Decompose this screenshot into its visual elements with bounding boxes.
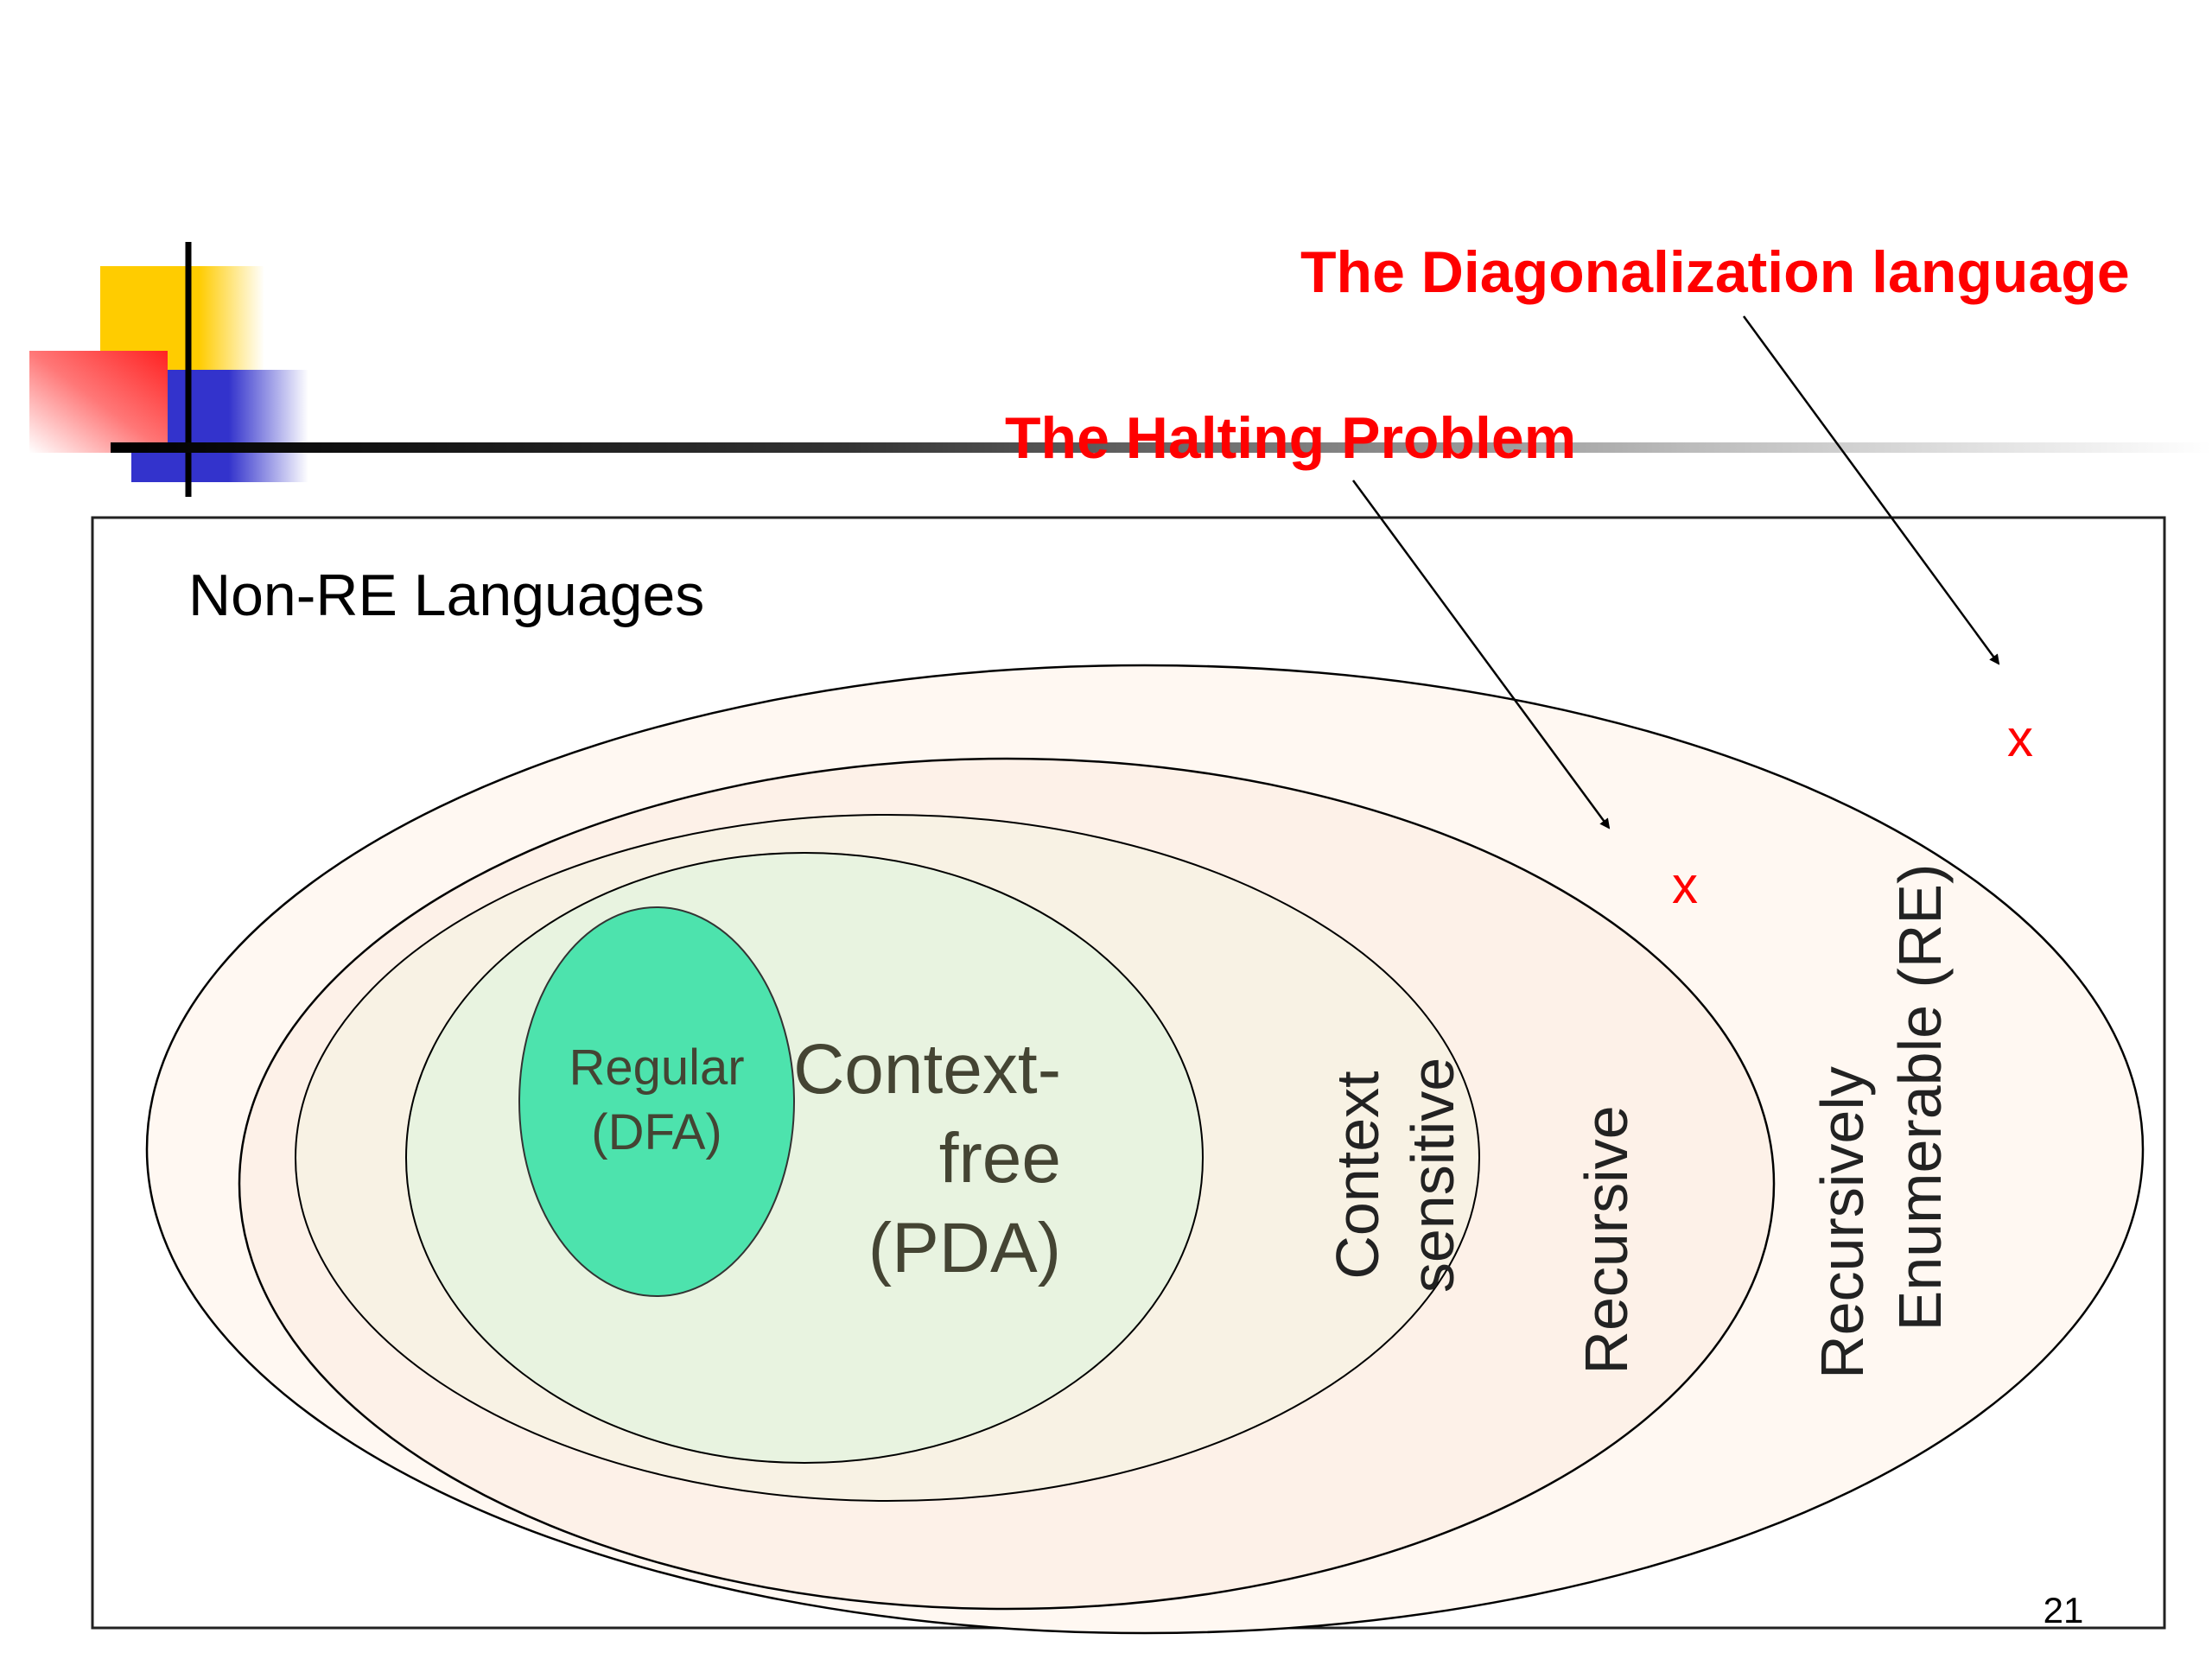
context-free-label: Context- free (PDA) — [793, 1030, 1061, 1287]
context-free-label-line2: free — [939, 1119, 1061, 1198]
diagonalization-arrow — [1742, 315, 2000, 665]
recursive-label-text: Recursive — [1573, 1105, 1640, 1374]
non-re-languages-label: Non-RE Languages — [188, 563, 704, 628]
context-free-label-line3: (PDA) — [868, 1209, 1061, 1287]
context-sensitive-label-line2: sensitive — [1399, 1058, 1466, 1293]
regular-label: Regular (DFA) — [569, 1039, 744, 1160]
halting-problem-marker: x — [1672, 856, 1698, 914]
context-sensitive-label: Context sensitive — [1324, 1058, 1466, 1293]
title-divider-line — [111, 442, 2212, 453]
halting-problem-title: The Halting Problem — [1005, 405, 1576, 471]
regular-label-line2: (DFA) — [591, 1104, 721, 1160]
diagonalization-marker: x — [2007, 709, 2033, 767]
re-label: Recursively Enumerable (RE) — [1808, 864, 1954, 1379]
recursive-label: Recursive — [1573, 1105, 1640, 1374]
re-label-line1: Recursively — [1808, 1066, 1876, 1379]
context-free-label-line1: Context- — [793, 1030, 1061, 1109]
corner-decoration — [29, 242, 308, 497]
deco-red-square — [29, 351, 168, 453]
page-number: 21 — [2044, 1590, 2084, 1630]
re-label-line2: Enumerable (RE) — [1886, 864, 1954, 1332]
context-sensitive-label-line1: Context — [1324, 1071, 1391, 1279]
halting-problem-arrow — [1351, 480, 1611, 830]
regular-label-line1: Regular — [569, 1039, 744, 1096]
regular-region — [518, 906, 795, 1297]
diagonalization-language-title: The Diagonalization language — [1300, 239, 2130, 305]
